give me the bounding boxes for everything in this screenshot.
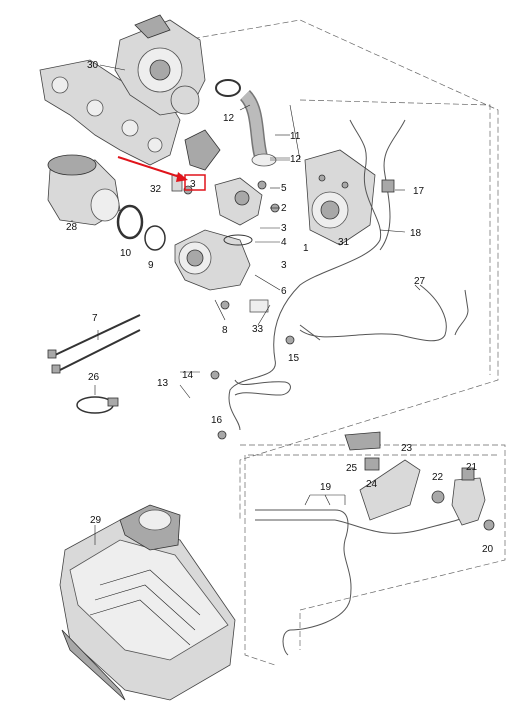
gasket: [144, 225, 166, 251]
cable-ties: [47, 314, 141, 374]
callout-2: 2: [281, 203, 287, 214]
callout-19: 19: [320, 482, 332, 493]
callout-16: 16: [211, 415, 223, 426]
callout-12: 12: [290, 154, 302, 165]
callout-5: 5: [281, 183, 287, 194]
turbo-hose: [215, 79, 277, 167]
callout-22: 22: [432, 472, 444, 483]
callouts: 30 28 10 9 32 3 12 11 12 5 2 3 4 1 3 6 3…: [66, 60, 494, 555]
callout-31: 31: [338, 237, 350, 248]
callout-33: 33: [252, 324, 264, 335]
callout-26: 26: [88, 372, 100, 383]
callout-11: 11: [290, 131, 301, 142]
callout-6: 6: [281, 286, 287, 297]
callout-23: 23: [401, 443, 413, 454]
hose-clamp: [76, 396, 119, 414]
callout-21: 21: [466, 462, 478, 473]
callout-25: 25: [346, 463, 358, 474]
callout-3-highlighted: 3: [190, 179, 196, 190]
turbocharger: [39, 14, 206, 166]
callout-29: 29: [90, 515, 102, 526]
mounting-bracket: [344, 431, 495, 531]
fasteners: [183, 179, 395, 440]
callout-8: 8: [222, 325, 228, 336]
group-outlines: [184, 19, 506, 666]
callout-7: 7: [92, 313, 98, 324]
callout-15: 15: [288, 353, 300, 364]
catalytic-converter: [47, 154, 121, 226]
callout-3: 3: [281, 223, 287, 234]
callout-18: 18: [410, 228, 422, 239]
callout-12-top: 12: [223, 113, 235, 124]
callout-10: 10: [120, 248, 132, 259]
callout-17: 17: [413, 186, 425, 197]
air-filter-housing: [59, 504, 236, 701]
callout-32: 32: [150, 184, 162, 195]
solenoid-valve: [451, 467, 486, 526]
pressure-sensor: [171, 129, 221, 192]
callout-28: 28: [66, 222, 78, 233]
callout-24: 24: [366, 479, 378, 490]
callout-3-lower: 3: [281, 260, 287, 271]
cylinder-head-cover: [304, 149, 376, 246]
callout-4: 4: [281, 237, 287, 248]
egr-valve: [174, 177, 263, 291]
callout-9: 9: [148, 260, 154, 271]
callout-20: 20: [482, 544, 494, 555]
callout-1: 1: [303, 243, 309, 254]
callout-13: 13: [157, 378, 169, 389]
callout-30: 30: [87, 60, 99, 71]
highlight-box: [184, 174, 206, 191]
callout-27: 27: [414, 276, 426, 287]
pipe-clamp: [116, 204, 144, 240]
leader-lines: [71, 64, 421, 545]
callout-14: 14: [182, 370, 194, 381]
